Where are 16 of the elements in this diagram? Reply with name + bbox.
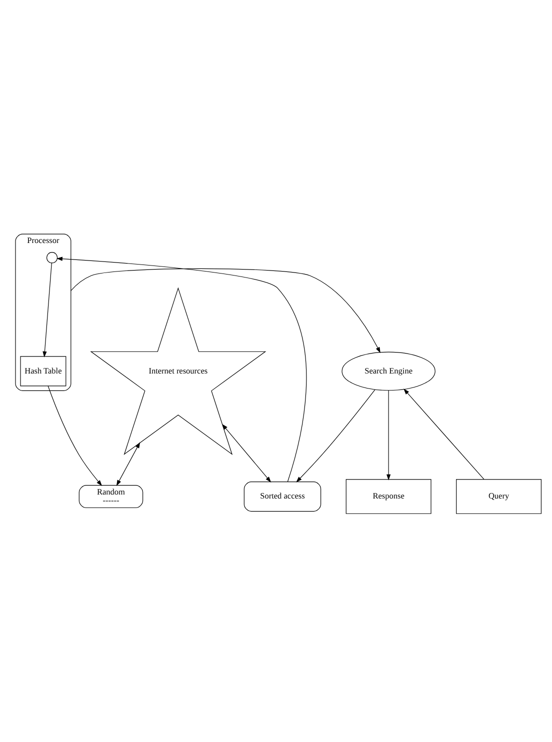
arrow <box>404 388 484 480</box>
node-circle <box>46 252 58 263</box>
arrow <box>48 385 102 486</box>
node-box: Random ------ <box>78 484 144 508</box>
arrow <box>222 423 272 482</box>
node-box: Query <box>456 478 542 514</box>
node-ellipse: Search Engine <box>342 351 436 390</box>
arrow <box>42 262 52 357</box>
arrow <box>116 442 140 486</box>
node-box: Sorted access <box>244 481 322 512</box>
arrow <box>296 388 376 482</box>
arrow <box>386 390 391 480</box>
node-box: Hash Table <box>20 356 66 386</box>
node-box: Response <box>346 478 432 514</box>
arrow <box>56 256 307 482</box>
arrow <box>70 268 380 353</box>
